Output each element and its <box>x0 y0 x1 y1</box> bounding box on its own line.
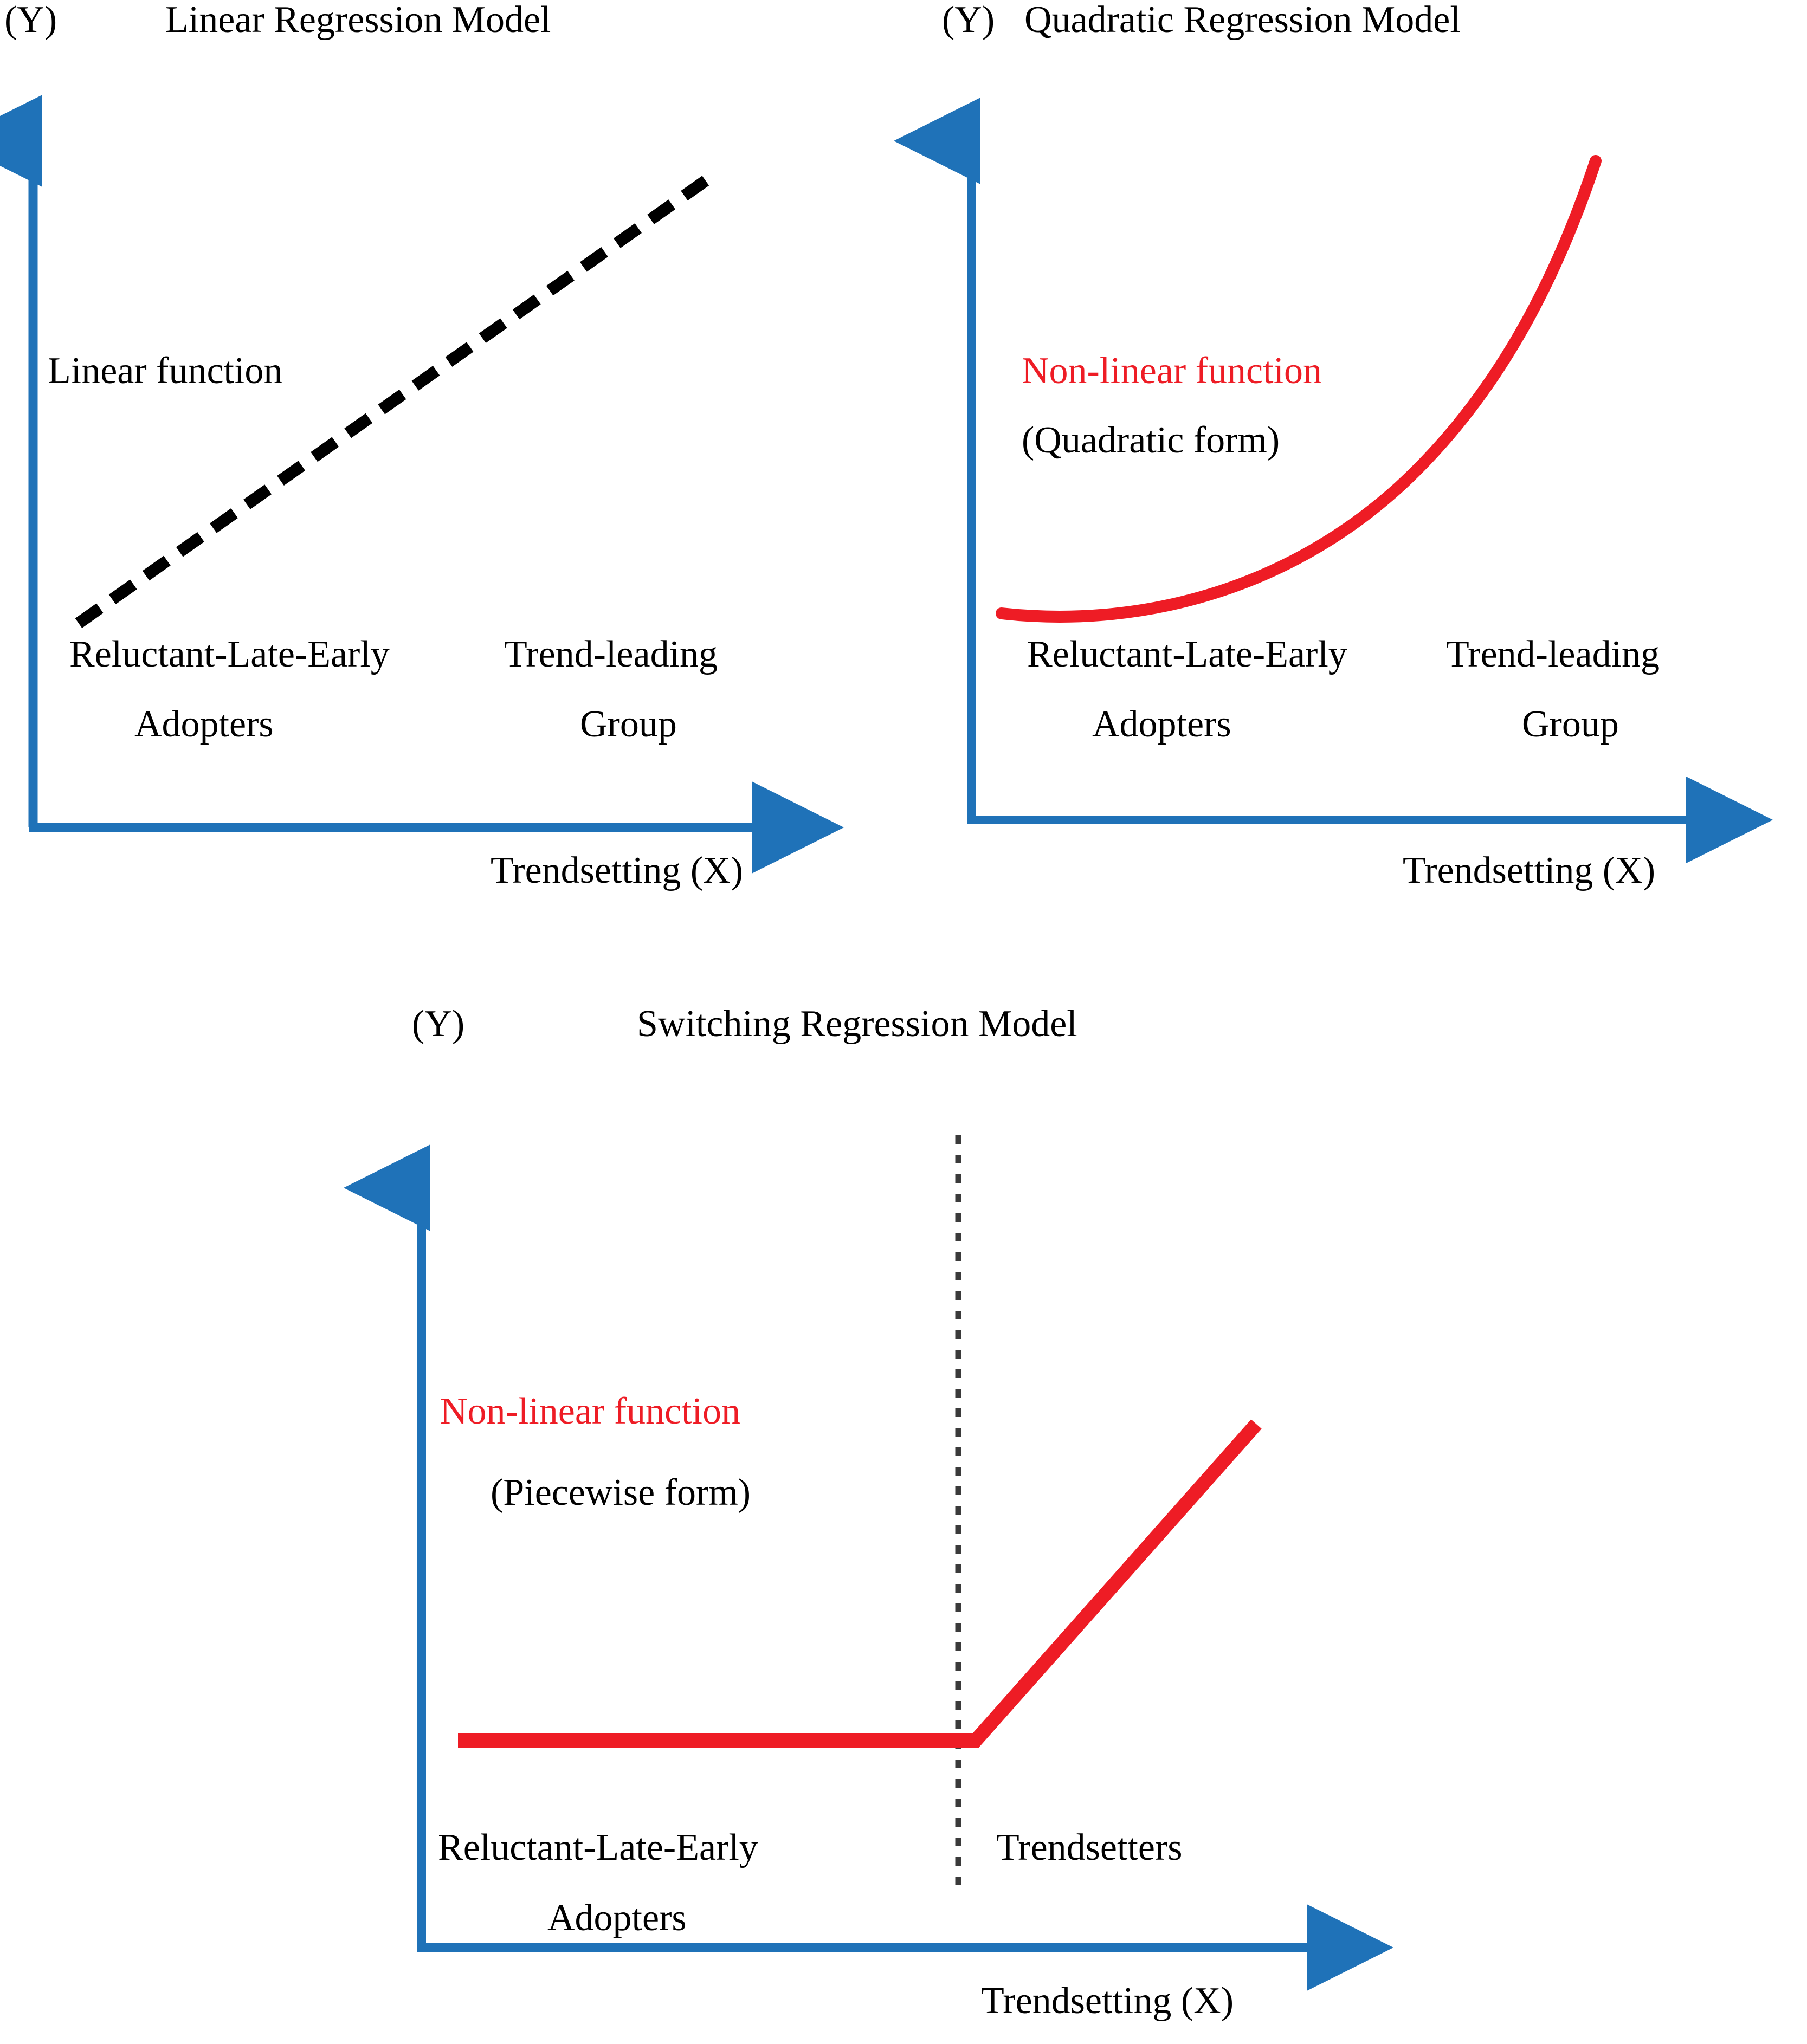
panel-switching-annotation-line1: Non-linear function <box>440 1390 740 1432</box>
panel-linear-group-left-line1: Reluctant-Late-Early <box>69 633 390 675</box>
panel-linear-title: Linear Regression Model <box>165 0 551 41</box>
panel-linear-regression-line <box>75 170 718 628</box>
panel-quadratic-group-right-line1: Trend-leading <box>1446 633 1660 675</box>
panel-switching-group-left-line1: Reluctant-Late-Early <box>438 1827 758 1868</box>
panel-quadratic-axes <box>894 98 1773 863</box>
panel-switching-group-left-line2: Adopters <box>547 1897 687 1939</box>
panel-linear-group-left-line2: Adopters <box>134 703 274 745</box>
panel-linear-group-right-line1: Trend-leading <box>504 633 718 675</box>
panel-linear-x-axis-label: Trendsetting (X) <box>491 850 744 891</box>
panel-quadratic-title: Quadratic Regression Model <box>1024 0 1461 41</box>
panel-linear-group-right-line2: Group <box>580 703 677 745</box>
panel-switching-title: Switching Regression Model <box>637 1003 1077 1045</box>
panel-quadratic-x-axis-label: Trendsetting (X) <box>1403 850 1656 891</box>
panel-switching-group-right-line1: Trendsetters <box>996 1827 1183 1868</box>
panel-quadratic-annotation-line1: Non-linear function <box>1022 350 1322 392</box>
panel-quadratic-group-right-line2: Group <box>1522 703 1619 745</box>
panel-quadratic-annotation-line2: (Quadratic form) <box>1022 419 1280 461</box>
panel-linear-annotation-line1: Linear function <box>48 350 283 392</box>
panel-switching-x-axis-label: Trendsetting (X) <box>981 1980 1234 2022</box>
panel-quadratic-group-left-line1: Reluctant-Late-Early <box>1027 633 1347 675</box>
panel-quadratic-group-left-line2: Adopters <box>1092 703 1231 745</box>
panel-quadratic-y-axis-tag: (Y) <box>942 0 995 41</box>
panel-linear-y-axis-tag: (Y) <box>4 0 57 41</box>
panel-switching-annotation-line2: (Piecewise form) <box>491 1472 751 1513</box>
panel-switching-y-axis-tag: (Y) <box>412 1003 465 1045</box>
